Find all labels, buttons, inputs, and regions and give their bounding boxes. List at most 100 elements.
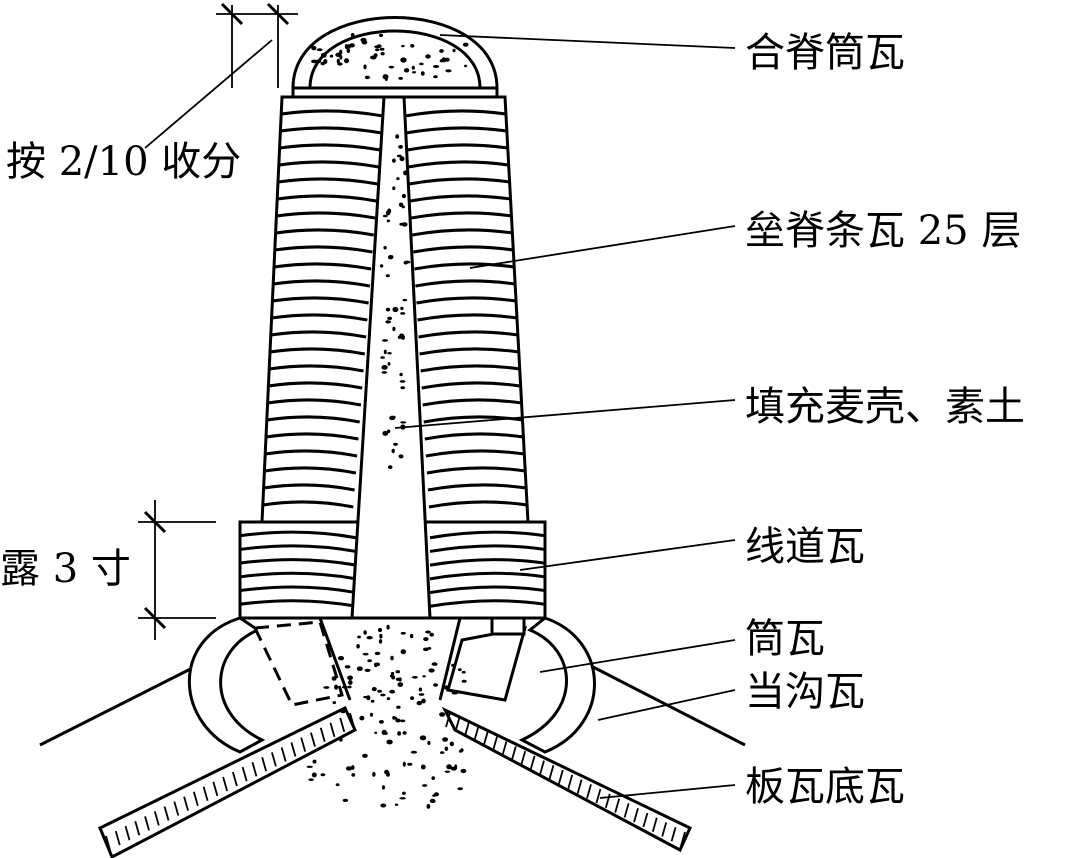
speckle: [389, 415, 396, 421]
ridge-tile-course: [404, 109, 507, 118]
ridge-cap-tile: [282, 16, 505, 99]
ridge-tile-course: [263, 483, 355, 492]
speckle: [316, 48, 323, 52]
speckle: [351, 773, 356, 777]
speckle: [331, 676, 337, 681]
speckle: [389, 689, 396, 694]
speckle: [390, 655, 394, 661]
speckle: [461, 679, 467, 683]
speckle: [341, 685, 348, 689]
ridge-tile-course: [268, 364, 364, 373]
taper-dimension: [144, 2, 298, 149]
base-tile-hatch: [222, 776, 228, 792]
base-tile-hatch: [651, 817, 658, 832]
base-tile-hatch: [501, 741, 508, 756]
speckle: [420, 764, 426, 770]
speckle: [396, 177, 400, 181]
ridge-tile-course: [421, 381, 521, 390]
base-tile-hatch: [241, 766, 248, 782]
ridge-tile-course: [415, 279, 516, 288]
base-tile-hatch: [539, 760, 545, 775]
speckle: [306, 765, 313, 768]
ridge-tile-course: [269, 347, 366, 356]
speckle: [348, 680, 353, 685]
base-tile-hatch: [473, 727, 480, 742]
line-tile-course: [239, 544, 357, 553]
base-tile-hatch: [124, 825, 131, 841]
right-roof-slope: [441, 648, 746, 853]
speckle: [401, 58, 405, 61]
ridge-tile-course: [262, 500, 354, 509]
speckle: [356, 666, 363, 671]
base-tile-hatch: [349, 712, 355, 728]
speckle: [422, 675, 426, 678]
speckle: [402, 731, 407, 735]
ridge-tile-course: [279, 143, 381, 152]
speckle: [409, 633, 414, 639]
exposure-dimension: [138, 500, 216, 640]
leader-lines: [394, 34, 736, 799]
speckle: [431, 776, 436, 780]
base-tile-hatch: [454, 717, 461, 733]
base-tile-hatch: [261, 757, 268, 772]
base-tile-hatch: [548, 765, 555, 780]
speckle: [429, 632, 434, 637]
ridge-tile-course: [268, 381, 363, 390]
base-tile-hatch: [173, 801, 180, 816]
speckle: [457, 668, 462, 672]
speckle: [398, 202, 404, 208]
ridge-tile-course: [267, 398, 362, 407]
speckle: [374, 45, 380, 49]
speckle: [403, 170, 408, 176]
label-stacked-tiles: 垒脊条瓦 25 层: [745, 208, 1021, 254]
speckle: [311, 59, 318, 64]
base-tile-hatch: [202, 786, 209, 802]
speckle: [385, 210, 391, 216]
ridge-tile-course: [272, 279, 371, 288]
line-tile-course: [239, 571, 357, 581]
speckle: [392, 326, 396, 332]
speckle: [336, 58, 340, 64]
speckle: [381, 365, 388, 370]
speckle: [381, 371, 388, 374]
speckle: [340, 708, 346, 714]
speckle: [392, 306, 399, 313]
speckle: [374, 651, 381, 656]
speckle: [390, 671, 395, 676]
base-tile-hatch: [642, 812, 649, 828]
ridge-tile-course: [273, 262, 372, 271]
speckle: [346, 48, 351, 54]
speckle: [396, 154, 402, 158]
speckle: [379, 264, 384, 268]
speckle: [429, 798, 436, 804]
speckle: [382, 430, 389, 436]
ridge-tile-course: [407, 160, 509, 169]
speckle: [442, 737, 449, 742]
speckle: [323, 686, 330, 689]
base-tile-hatch: [280, 747, 287, 762]
base-tile-hatch: [105, 835, 111, 851]
speckle: [383, 349, 387, 355]
ridge-tile-course: [265, 432, 359, 441]
speckle: [449, 741, 454, 747]
speckle: [397, 731, 401, 736]
speckle: [416, 700, 422, 706]
speckle: [462, 42, 469, 47]
speckle: [403, 68, 410, 73]
ridge-tile-course: [422, 398, 522, 407]
base-tile-hatch: [114, 830, 121, 846]
speckle: [432, 794, 436, 797]
label-base-tiles: 板瓦底瓦: [745, 764, 905, 810]
base-tile-hatch: [482, 731, 489, 747]
speckle: [387, 465, 393, 469]
base-tile-hatch: [567, 774, 574, 790]
base-tile-hatch: [153, 811, 160, 826]
speckle: [332, 701, 337, 705]
ridge-tile-course: [417, 313, 518, 322]
speckle: [391, 448, 395, 454]
speckle: [398, 454, 404, 459]
ridge-tile-course: [278, 160, 380, 169]
speckle: [387, 255, 394, 260]
speckle: [374, 664, 378, 668]
speckle: [423, 637, 429, 642]
